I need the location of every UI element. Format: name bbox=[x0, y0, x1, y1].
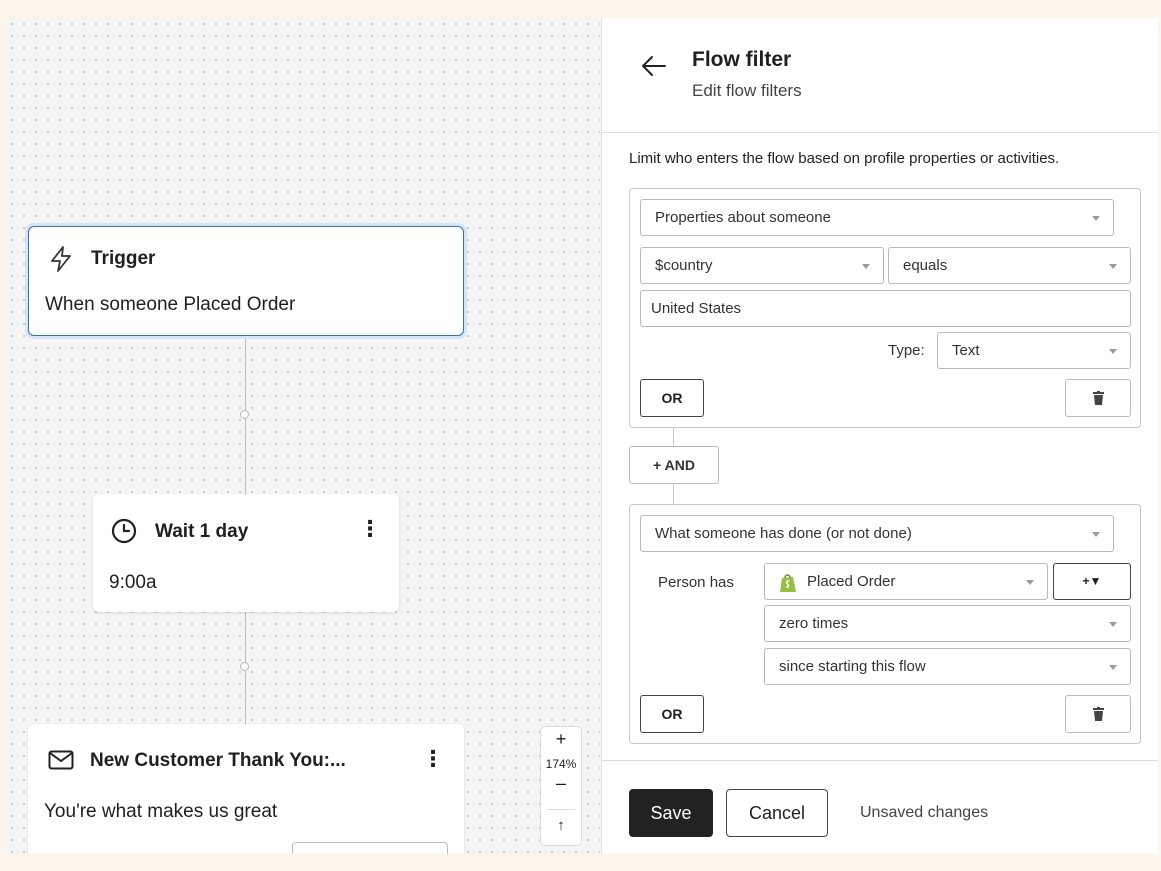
delete-condition-button[interactable] bbox=[1065, 379, 1131, 417]
connector-line bbox=[673, 484, 674, 504]
type-label: Type: bbox=[888, 342, 925, 359]
value-text: United States bbox=[651, 300, 742, 317]
trash-icon bbox=[1093, 707, 1104, 721]
zoom-divider bbox=[547, 809, 575, 810]
kebab-menu-icon[interactable]: ⋮ bbox=[422, 746, 444, 771]
panel-title: Flow filter bbox=[692, 48, 792, 71]
chevron-down-icon bbox=[1092, 216, 1100, 221]
chevron-down-icon bbox=[1026, 580, 1034, 585]
condition-type-value: Properties about someone bbox=[655, 209, 831, 226]
panel-subtitle: Edit flow filters bbox=[692, 81, 802, 100]
trigger-description: When someone Placed Order bbox=[45, 294, 296, 315]
flow-canvas[interactable]: Trigger When someone Placed Order Wait 1… bbox=[6, 18, 600, 854]
trigger-title: Trigger bbox=[91, 248, 156, 269]
zoom-in-button[interactable]: + bbox=[555, 729, 567, 749]
metric-select[interactable]: Placed Order bbox=[764, 563, 1048, 600]
save-button[interactable]: Save bbox=[629, 789, 713, 837]
scroll-to-top-button[interactable]: ↑ bbox=[557, 817, 565, 834]
operator-select[interactable]: equals bbox=[888, 247, 1131, 284]
email-subject: You're what makes us great bbox=[44, 801, 278, 822]
cancel-button[interactable]: Cancel bbox=[726, 789, 828, 837]
zoom-level: 174% bbox=[545, 757, 577, 771]
delete-condition-button[interactable] bbox=[1065, 695, 1131, 733]
or-button[interactable]: OR bbox=[640, 695, 704, 733]
zoom-controls: + 174% – ↑ bbox=[540, 726, 582, 846]
condition-type-select[interactable]: Properties about someone bbox=[640, 199, 1114, 236]
connector-line bbox=[673, 428, 674, 446]
filter-icon: +▼ bbox=[1082, 574, 1102, 588]
trash-icon bbox=[1093, 391, 1104, 405]
chevron-down-icon bbox=[1092, 532, 1100, 537]
condition-type-select[interactable]: What someone has done (or not done) bbox=[640, 515, 1114, 552]
chevron-down-icon bbox=[1109, 264, 1117, 269]
chevron-down-icon bbox=[1109, 665, 1117, 670]
connector-add-point[interactable] bbox=[240, 662, 249, 671]
filter-group-properties: Properties about someone $country equals… bbox=[629, 188, 1141, 428]
back-arrow-icon[interactable] bbox=[640, 52, 668, 80]
clock-icon bbox=[111, 518, 137, 544]
wait-time: 9:00a bbox=[109, 572, 157, 593]
wait-title: Wait 1 day bbox=[155, 521, 249, 542]
or-button[interactable]: OR bbox=[640, 379, 704, 417]
email-action-button[interactable] bbox=[292, 842, 448, 854]
connector-add-point[interactable] bbox=[240, 410, 249, 419]
flow-filter-panel: Flow filter Edit flow filters Limit who … bbox=[601, 18, 1158, 854]
trigger-node[interactable]: Trigger When someone Placed Order bbox=[28, 226, 464, 336]
chevron-down-icon bbox=[862, 264, 870, 269]
lightning-icon bbox=[51, 246, 71, 272]
type-select[interactable]: Text bbox=[937, 332, 1131, 369]
panel-footer: Save Cancel Unsaved changes bbox=[602, 760, 1158, 854]
zoom-out-button[interactable]: – bbox=[555, 773, 566, 793]
frequency-select[interactable]: zero times bbox=[764, 605, 1131, 642]
shopify-bag-icon bbox=[780, 574, 796, 592]
chevron-down-icon bbox=[1109, 349, 1117, 354]
wait-node[interactable]: Wait 1 day ⋮ 9:00a bbox=[93, 494, 399, 612]
envelope-icon bbox=[48, 750, 74, 770]
timeframe-select[interactable]: since starting this flow bbox=[764, 648, 1131, 685]
frequency-value: zero times bbox=[779, 615, 849, 632]
property-select[interactable]: $country bbox=[640, 247, 884, 284]
filter-group-activity: What someone has done (or not done) Pers… bbox=[629, 504, 1141, 744]
kebab-menu-icon[interactable]: ⋮ bbox=[359, 516, 381, 541]
chevron-down-icon bbox=[1109, 622, 1117, 627]
email-node[interactable]: New Customer Thank You:... ⋮ You're what… bbox=[28, 724, 464, 854]
person-has-label: Person has bbox=[658, 574, 734, 591]
value-input[interactable]: United States bbox=[640, 290, 1131, 327]
type-value: Text bbox=[952, 342, 980, 359]
condition-type-value: What someone has done (or not done) bbox=[655, 525, 912, 542]
email-title: New Customer Thank You:... bbox=[90, 750, 346, 771]
property-value: $country bbox=[655, 257, 713, 274]
timeframe-value: since starting this flow bbox=[779, 658, 926, 675]
add-filter-button[interactable]: +▼ bbox=[1053, 563, 1131, 600]
panel-header: Flow filter Edit flow filters bbox=[602, 18, 1158, 133]
add-and-button[interactable]: + AND bbox=[629, 446, 719, 484]
unsaved-status: Unsaved changes bbox=[860, 804, 989, 821]
panel-description: Limit who enters the flow based on profi… bbox=[629, 150, 1060, 167]
metric-value: Placed Order bbox=[807, 573, 896, 590]
operator-value: equals bbox=[903, 257, 948, 274]
